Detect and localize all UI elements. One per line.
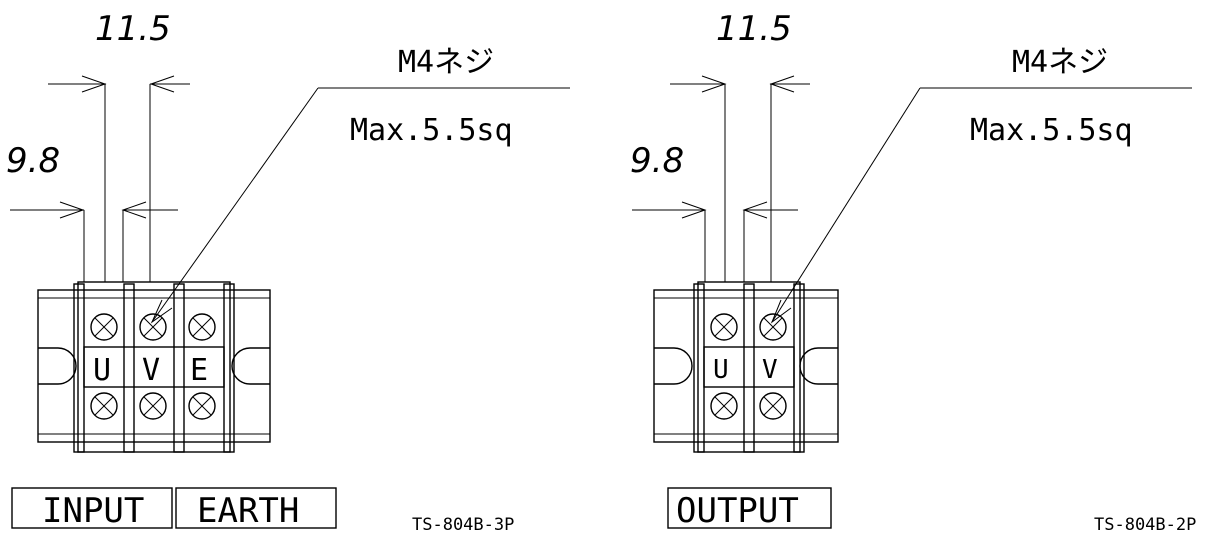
left-block-body (37, 281, 271, 453)
left-dimension-11-5 (48, 75, 190, 282)
left-dim-11-5: 11.5 (95, 9, 171, 49)
right-dimension-11-5 (670, 75, 810, 282)
left-terminal-u: U (93, 353, 111, 388)
left-top-screws (90, 313, 216, 341)
right-top-screws (710, 313, 787, 341)
right-screw-note: M4ネジ (1012, 45, 1108, 80)
right-screw-leader (770, 87, 1192, 324)
left-bottom-screws (90, 392, 216, 420)
earth-box (175, 487, 337, 529)
left-dim-9-8: 9.8 (6, 141, 60, 181)
right-dim-11-5: 11.5 (716, 9, 792, 49)
left-wire-note: Max.5.5sq (350, 113, 513, 148)
input-label: INPUT (42, 491, 144, 531)
output-label: OUTPUT (676, 491, 799, 531)
right-bottom-screws (710, 392, 787, 420)
right-terminal-u: U (713, 355, 729, 385)
left-screw-note: M4ネジ (398, 45, 494, 80)
right-wire-note: Max.5.5sq (970, 113, 1133, 148)
left-terminal-e: E (190, 353, 208, 388)
left-model-number: TS-804B-3P (412, 515, 514, 535)
right-dimension-9-8 (632, 201, 798, 282)
right-model-number: TS-804B-2P (1094, 515, 1196, 535)
left-screw-leader (150, 87, 570, 324)
right-block-body (653, 281, 839, 453)
right-dim-9-8: 9.8 (630, 141, 684, 181)
left-terminal-v: V (142, 353, 160, 388)
left-dimension-9-8 (10, 201, 178, 282)
output-box (667, 487, 832, 529)
left-terminal-block: 11.5 9.8 M4ネジ Max.5.5sq (6, 9, 570, 535)
earth-label: EARTH (197, 491, 299, 531)
right-terminal-block: 11.5 9.8 M4ネジ Max.5.5sq (630, 9, 1196, 535)
right-terminal-v: V (762, 355, 778, 385)
